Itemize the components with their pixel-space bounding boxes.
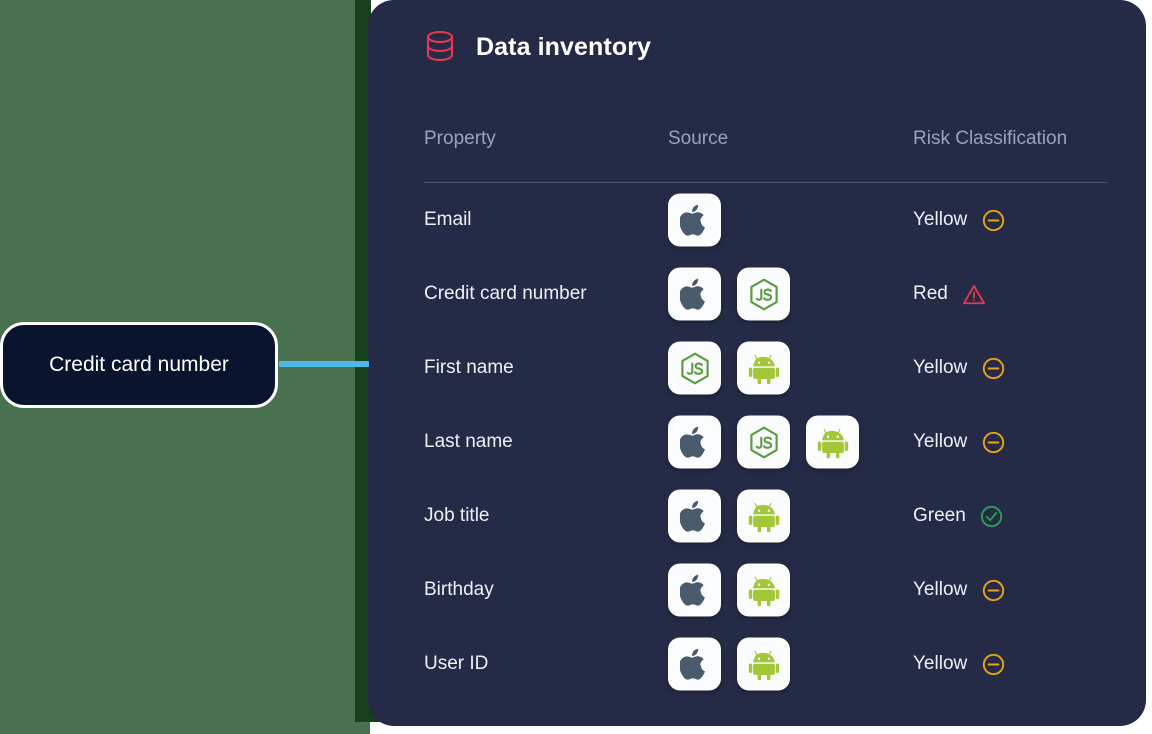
risk-label: Yellow	[913, 431, 968, 452]
risk-label: Yellow	[913, 357, 968, 378]
table-row[interactable]: User ID Yellow	[424, 627, 1108, 701]
source-icon-group	[668, 193, 721, 247]
apple-icon[interactable]	[668, 637, 721, 691]
apple-icon[interactable]	[668, 193, 721, 247]
page-title: Data inventory	[476, 32, 652, 61]
nodejs-icon[interactable]	[668, 341, 721, 395]
data-inventory-panel: Data inventory Property Source Risk Clas…	[368, 0, 1146, 726]
table-row[interactable]: Birthday Yellow	[424, 553, 1108, 627]
source-icon-group	[668, 415, 859, 469]
risk-classification-cell: Green	[913, 504, 1004, 528]
check-circle-icon	[980, 504, 1004, 528]
source-icon-group	[668, 489, 790, 543]
risk-label: Red	[913, 283, 948, 304]
risk-label: Yellow	[913, 209, 968, 230]
apple-icon[interactable]	[668, 415, 721, 469]
property-label: Credit card number	[424, 283, 587, 304]
callout-connector-line	[279, 361, 369, 367]
risk-classification-cell: Yellow	[913, 578, 1005, 602]
risk-label: Yellow	[913, 579, 968, 600]
column-header-source: Source	[668, 128, 729, 149]
risk-classification-cell: Yellow	[913, 652, 1005, 676]
android-icon[interactable]	[737, 637, 790, 691]
property-label: First name	[424, 357, 514, 378]
minus-circle-icon	[981, 652, 1005, 676]
table-row[interactable]: Last name Yellow	[424, 405, 1108, 479]
nodejs-icon[interactable]	[737, 267, 790, 321]
android-icon[interactable]	[737, 341, 790, 395]
column-header-risk-classification: Risk Classification	[913, 128, 1068, 149]
android-icon[interactable]	[737, 563, 790, 617]
property-label: User ID	[424, 653, 489, 674]
minus-circle-icon	[981, 356, 1005, 380]
apple-icon[interactable]	[668, 563, 721, 617]
risk-label: Yellow	[913, 653, 968, 674]
table-row[interactable]: Job title Green	[424, 479, 1108, 553]
source-icon-group	[668, 341, 790, 395]
property-label: Birthday	[424, 579, 494, 600]
source-icon-group	[668, 637, 790, 691]
callout-label: Credit card number	[49, 353, 229, 376]
table-row[interactable]: First name Yellow	[424, 331, 1108, 405]
database-icon	[424, 30, 456, 64]
table-header-row: Property Source Risk Classification	[424, 112, 1108, 183]
risk-classification-cell: Yellow	[913, 356, 1005, 380]
property-label: Last name	[424, 431, 513, 452]
table-row[interactable]: Email Yellow	[424, 183, 1108, 257]
risk-classification-cell: Red	[913, 282, 986, 306]
property-label: Email	[424, 209, 472, 230]
risk-classification-cell: Yellow	[913, 430, 1005, 454]
column-header-property: Property	[424, 128, 496, 149]
source-icon-group	[668, 563, 790, 617]
table-row[interactable]: Credit card number Red	[424, 257, 1108, 331]
apple-icon[interactable]	[668, 267, 721, 321]
apple-icon[interactable]	[668, 489, 721, 543]
minus-circle-icon	[981, 208, 1005, 232]
warning-triangle-icon	[962, 282, 986, 306]
minus-circle-icon	[981, 578, 1005, 602]
data-inventory-table: Property Source Risk Classification Emai…	[424, 112, 1108, 701]
source-icon-group	[668, 267, 790, 321]
panel-header: Data inventory	[424, 30, 651, 64]
android-icon[interactable]	[737, 489, 790, 543]
minus-circle-icon	[981, 430, 1005, 454]
property-label: Job title	[424, 505, 490, 526]
android-icon[interactable]	[806, 415, 859, 469]
nodejs-icon[interactable]	[737, 415, 790, 469]
risk-classification-cell: Yellow	[913, 208, 1005, 232]
callout-tooltip[interactable]: Credit card number	[0, 322, 278, 408]
risk-label: Green	[913, 505, 966, 526]
